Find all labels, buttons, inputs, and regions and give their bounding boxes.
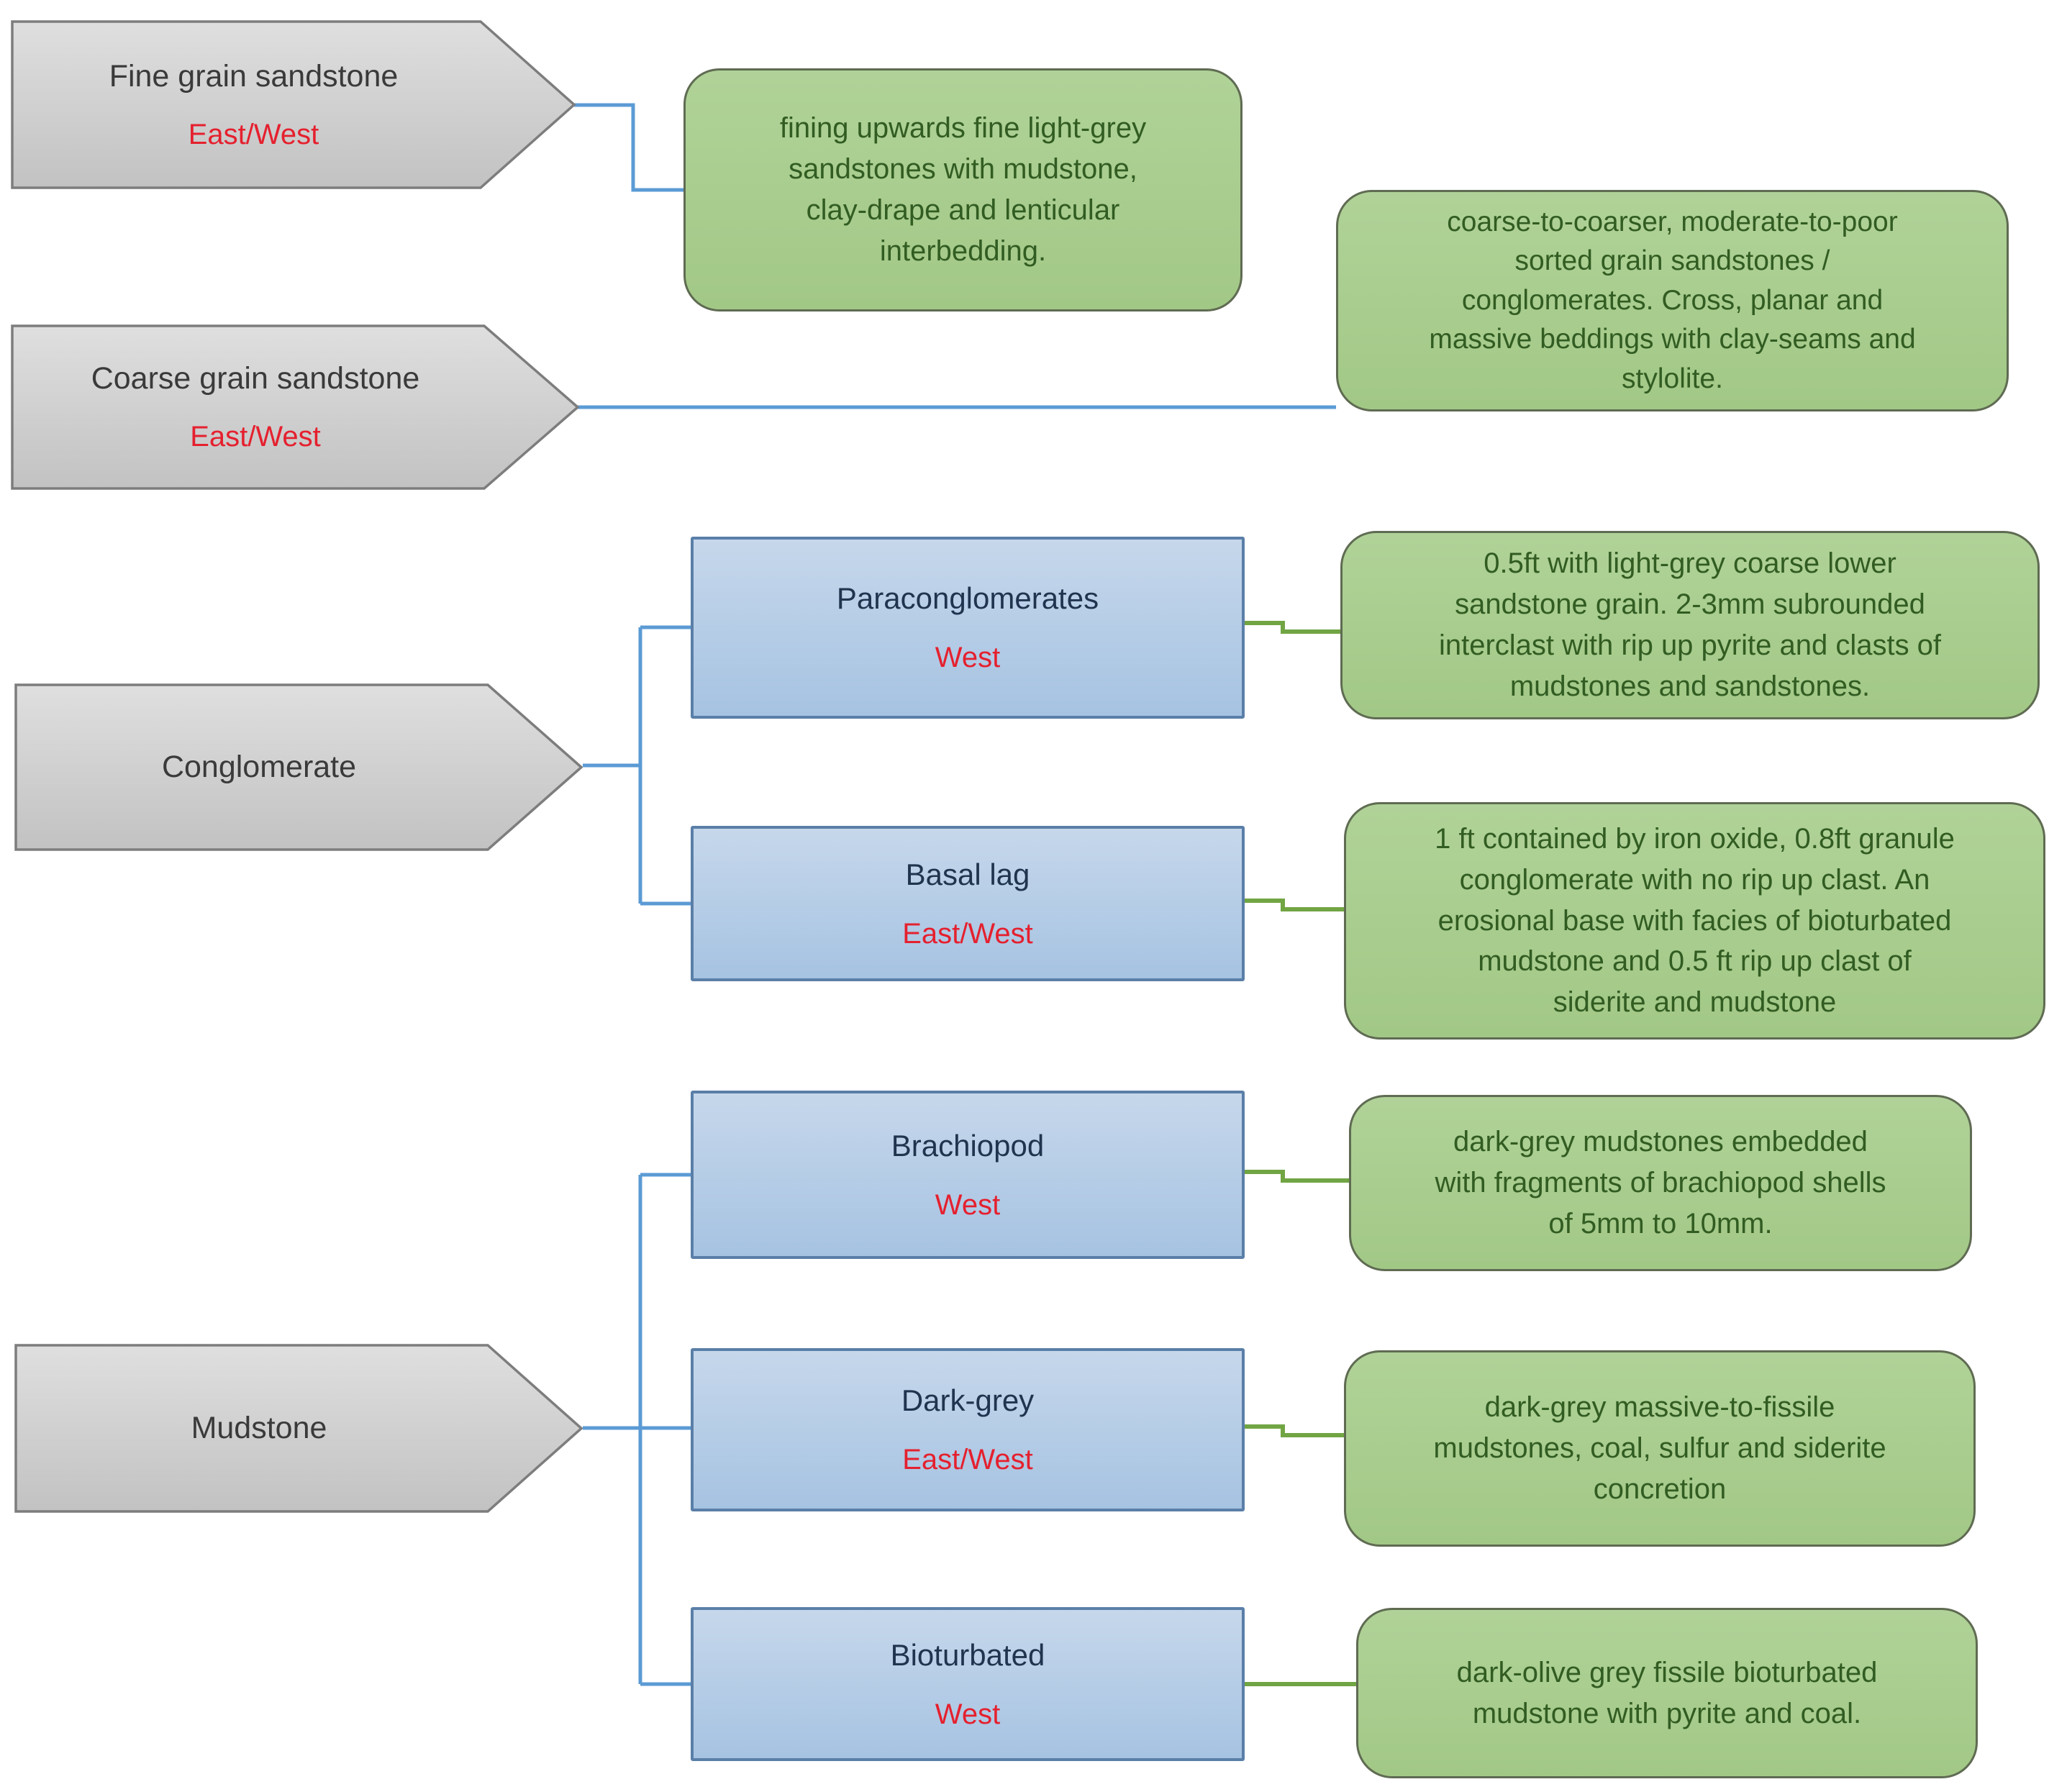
subbox-direction: East/West <box>902 1444 1033 1475</box>
description-text: 1 ft contained by iron oxide, 0.8ft gran… <box>1435 823 1955 1019</box>
subbox-direction: West <box>935 1698 1001 1730</box>
subbox-direction: West <box>935 1188 1001 1221</box>
desc-brachiopod: dark-grey mudstones embedded with fragme… <box>1349 1095 1972 1271</box>
subbox-title: Basal lag <box>905 857 1030 891</box>
subbox-title: Paraconglomerates <box>836 581 1099 615</box>
arrow-conglomerate: Conglomerate <box>14 683 583 851</box>
arrow-title: Coarse grain sandstone <box>91 361 420 396</box>
desc-fine-grain: fining upwards fine light-grey sandstone… <box>683 68 1243 311</box>
pentagon-arrow-icon <box>11 20 576 189</box>
subbox-paraconglomerates: Paraconglomerates West <box>691 537 1245 719</box>
description-text: coarse-to-coarser, moderate-to-poor sort… <box>1429 206 1916 394</box>
connector-brachiopod-to-desc <box>1245 1170 1349 1183</box>
desc-paraconglomerates: 0.5ft with light-grey coarse lower sands… <box>1340 531 2040 719</box>
arrow-direction: East/West <box>190 421 321 452</box>
description-text: dark-grey mudstones embedded with fragme… <box>1435 1126 1886 1240</box>
connector-paracong-to-desc <box>1245 621 1340 634</box>
desc-coarse-grain: coarse-to-coarser, moderate-to-poor sort… <box>1336 190 2009 411</box>
description-text: fining upwards fine light-grey sandstone… <box>779 112 1147 267</box>
subbox-bioturbated: Bioturbated West <box>691 1607 1245 1761</box>
description-text: dark-olive grey fissile bioturbated muds… <box>1456 1656 1878 1729</box>
arrow-fine-grain-sandstone: Fine grain sandstone East/West <box>11 20 576 189</box>
subbox-title: Brachiopod <box>891 1128 1045 1163</box>
connector-conglomerate-tree <box>583 625 691 906</box>
description-text: dark-grey massive-to-fissile mudstones, … <box>1433 1391 1886 1505</box>
connector-fine-to-desc <box>574 103 683 192</box>
pentagon-arrow-icon <box>14 683 583 851</box>
subbox-direction: West <box>935 642 1001 673</box>
connector-mudstone-tree <box>583 1173 691 1686</box>
subbox-title: Dark-grey <box>901 1383 1035 1417</box>
subbox-title: Bioturbated <box>890 1637 1045 1672</box>
arrow-coarse-grain-sandstone: Coarse grain sandstone East/West <box>11 324 579 490</box>
subbox-brachiopod: Brachiopod West <box>691 1091 1245 1259</box>
connector-basal-to-desc <box>1245 899 1344 911</box>
subbox-direction: East/West <box>902 917 1033 950</box>
subbox-basal-lag: Basal lag East/West <box>691 826 1245 981</box>
connector-darkgrey-to-desc <box>1245 1424 1344 1437</box>
desc-bioturbated: dark-olive grey fissile bioturbated muds… <box>1356 1608 1978 1778</box>
subbox-dark-grey: Dark-grey East/West <box>691 1348 1245 1511</box>
arrow-title: Mudstone <box>191 1411 327 1445</box>
pentagon-arrow-icon <box>14 1344 583 1513</box>
desc-dark-grey: dark-grey massive-to-fissile mudstones, … <box>1344 1350 1976 1547</box>
pentagon-arrow-icon <box>11 324 579 490</box>
desc-basal-lag: 1 ft contained by iron oxide, 0.8ft gran… <box>1344 802 2045 1040</box>
arrow-direction: East/West <box>188 118 319 150</box>
arrow-title: Fine grain sandstone <box>109 58 399 94</box>
arrow-mudstone: Mudstone <box>14 1344 583 1513</box>
arrow-title: Conglomerate <box>161 750 357 784</box>
description-text: 0.5ft with light-grey coarse lower sands… <box>1438 547 1942 702</box>
